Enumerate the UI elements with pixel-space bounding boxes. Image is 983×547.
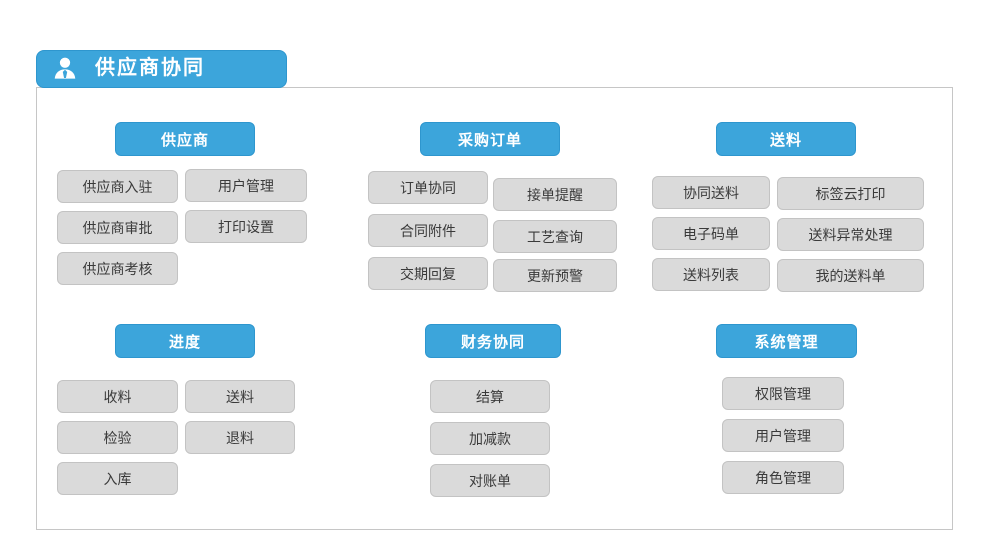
btn-statement[interactable]: 对账单: [430, 464, 550, 497]
section-header-finance[interactable]: 财务协同: [425, 324, 561, 358]
btn-contract-attachments[interactable]: 合同附件: [368, 214, 488, 247]
btn-user-management-system[interactable]: 用户管理: [722, 419, 844, 452]
btn-print-settings[interactable]: 打印设置: [185, 210, 307, 243]
btn-warehousing[interactable]: 入库: [57, 462, 178, 495]
section-header-delivery[interactable]: 送料: [716, 122, 856, 156]
panel-header-tab: 供应商协同: [36, 50, 287, 88]
btn-delivery-list[interactable]: 送料列表: [652, 258, 770, 291]
btn-user-management[interactable]: 用户管理: [185, 169, 307, 202]
section-header-supplier[interactable]: 供应商: [115, 122, 255, 156]
btn-supplier-onboarding[interactable]: 供应商入驻: [57, 170, 178, 203]
btn-supplier-approval[interactable]: 供应商审批: [57, 211, 178, 244]
section-header-system[interactable]: 系统管理: [716, 324, 857, 358]
btn-order-acceptance-reminder[interactable]: 接单提醒: [493, 178, 617, 211]
btn-role-management[interactable]: 角色管理: [722, 461, 844, 494]
btn-permission-management[interactable]: 权限管理: [722, 377, 844, 410]
btn-electronic-code-sheet[interactable]: 电子码单: [652, 217, 770, 250]
btn-adjustments[interactable]: 加减款: [430, 422, 550, 455]
btn-order-collaboration[interactable]: 订单协同: [368, 171, 488, 204]
btn-my-delivery-notes[interactable]: 我的送料单: [777, 259, 924, 292]
page-title: 供应商协同: [95, 57, 205, 79]
section-header-purchase-order[interactable]: 采购订单: [420, 122, 560, 156]
btn-collaborative-delivery[interactable]: 协同送料: [652, 176, 770, 209]
btn-settlement[interactable]: 结算: [430, 380, 550, 413]
btn-delivery-exception-handling[interactable]: 送料异常处理: [777, 218, 924, 251]
section-header-progress[interactable]: 进度: [115, 324, 255, 358]
btn-update-alert[interactable]: 更新预警: [493, 259, 617, 292]
btn-supplier-assessment[interactable]: 供应商考核: [57, 252, 178, 285]
btn-return-material[interactable]: 退料: [185, 421, 295, 454]
panel-body: [36, 87, 953, 530]
btn-receiving[interactable]: 收料: [57, 380, 178, 413]
user-icon: [51, 55, 79, 83]
btn-inspection[interactable]: 检验: [57, 421, 178, 454]
btn-delivery[interactable]: 送料: [185, 380, 295, 413]
btn-process-inquiry[interactable]: 工艺查询: [493, 220, 617, 253]
btn-label-cloud-print[interactable]: 标签云打印: [777, 177, 924, 210]
btn-delivery-date-reply[interactable]: 交期回复: [368, 257, 488, 290]
